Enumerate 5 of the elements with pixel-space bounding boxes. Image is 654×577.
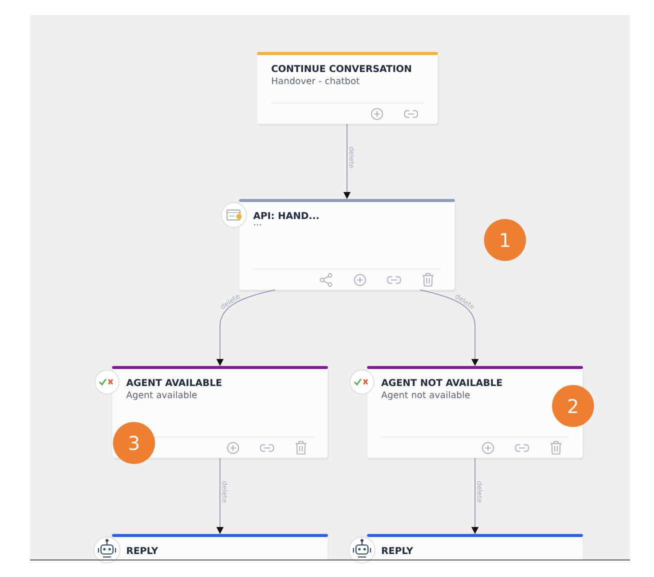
flow-card: API: HAND... ... [238, 198, 456, 292]
callout-number: 1 [484, 219, 526, 261]
flow-card: CONTINUE CONVERSATION Handover - chatbot [256, 52, 439, 126]
flow-card: REPLY [112, 534, 328, 560]
flow-card: REPLY [366, 534, 584, 560]
